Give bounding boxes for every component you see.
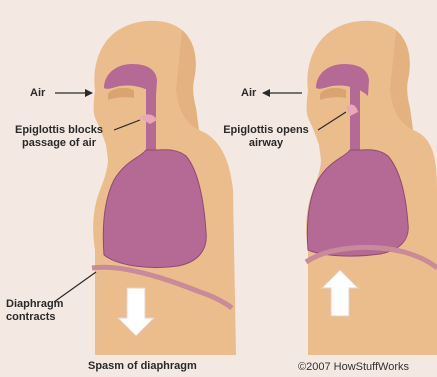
right-epiglottis-label-line1: Epiglottis opens bbox=[210, 124, 322, 137]
left-diaphragm-label: Diaphragm contracts bbox=[6, 298, 63, 324]
right-air-label: Air bbox=[241, 87, 256, 100]
right-figure bbox=[306, 21, 437, 355]
left-epiglottis-label-line2: passage of air bbox=[3, 137, 115, 150]
left-figure bbox=[92, 21, 236, 355]
right-throat bbox=[350, 82, 360, 152]
right-epiglottis-label: Epiglottis opens airway bbox=[210, 124, 322, 150]
right-epiglottis-label-line2: airway bbox=[210, 137, 322, 150]
left-diaphragm-label-line1: Diaphragm bbox=[6, 298, 63, 311]
left-diaphragm-label-line2: contracts bbox=[6, 311, 63, 324]
left-air-label: Air bbox=[30, 87, 45, 100]
left-epiglottis-label-line1: Epiglottis blocks bbox=[3, 124, 115, 137]
copyright-credit: ©2007 HowStuffWorks bbox=[298, 361, 409, 374]
figure-caption: Spasm of diaphragm bbox=[88, 360, 197, 373]
left-epiglottis-label: Epiglottis blocks passage of air bbox=[3, 124, 115, 150]
